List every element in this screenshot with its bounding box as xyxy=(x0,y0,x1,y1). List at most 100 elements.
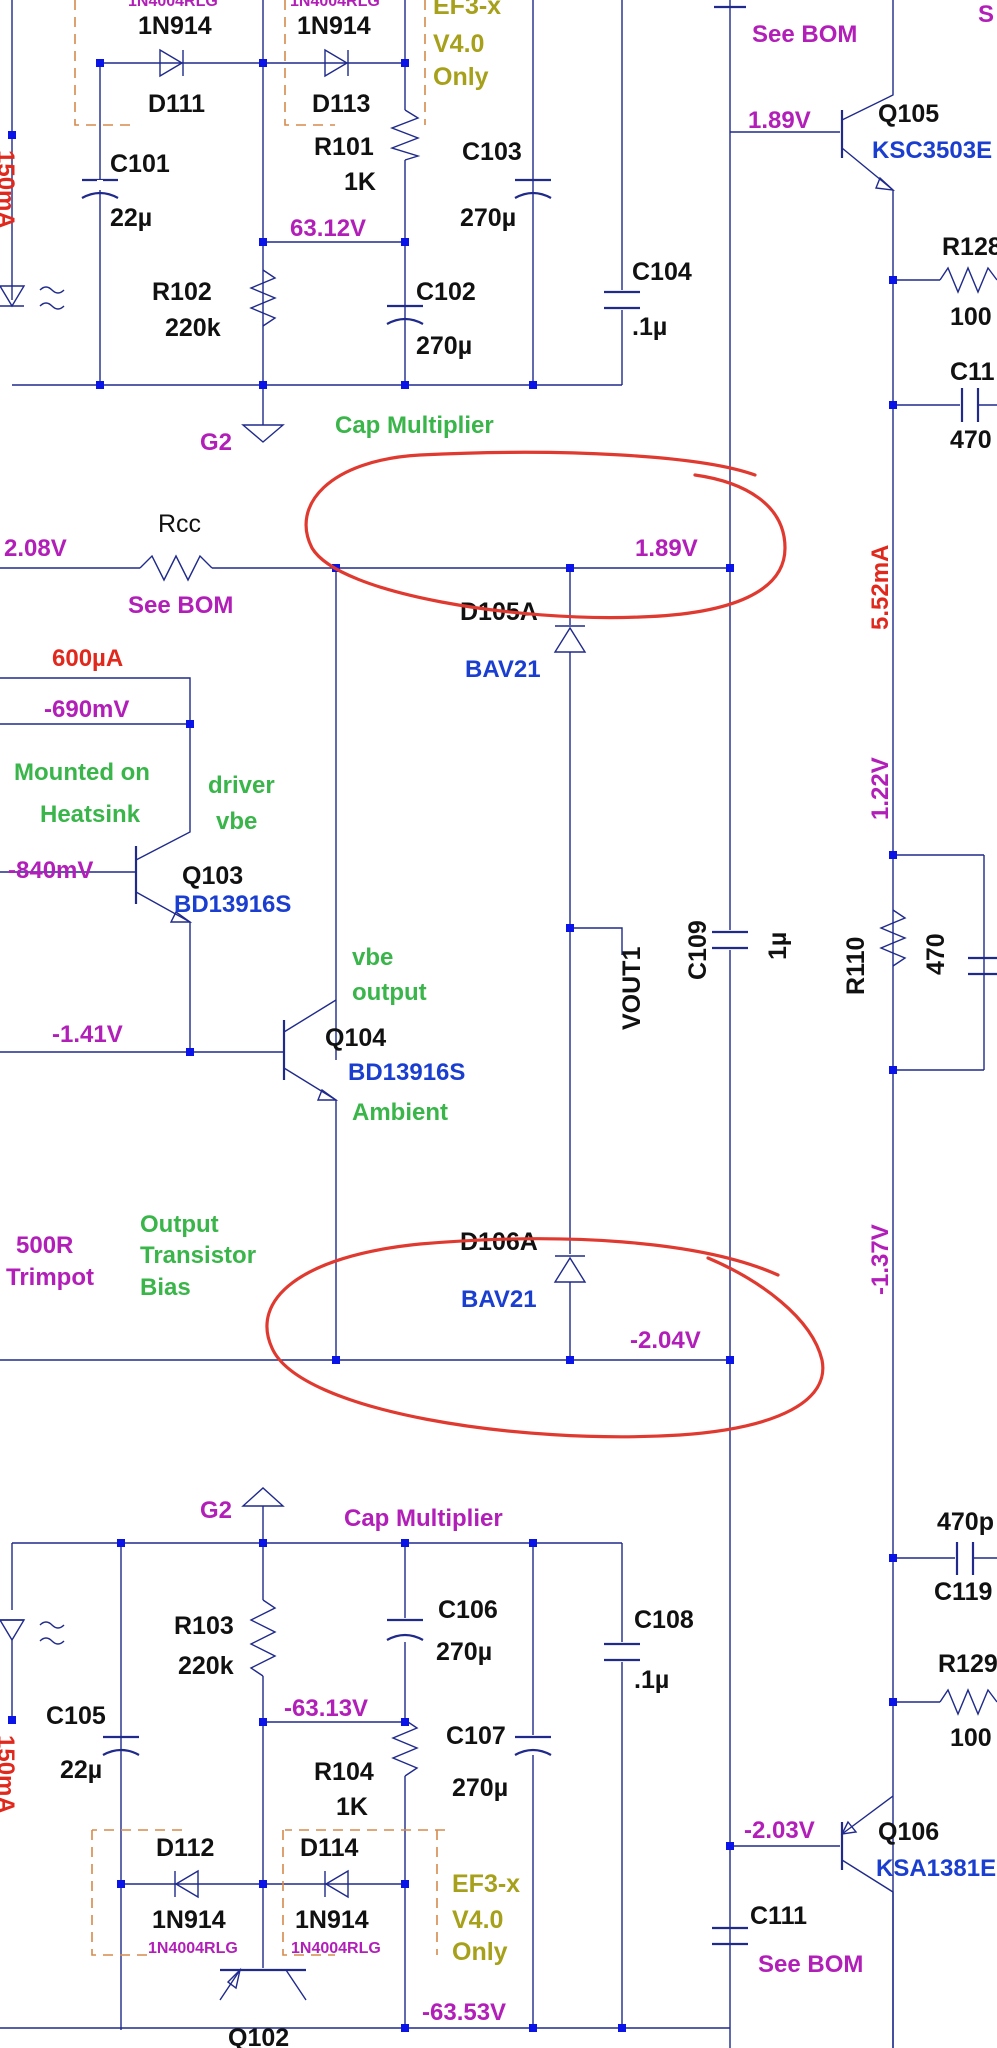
r128-label: R128 xyxy=(942,233,997,261)
mounted-1: Mounted on xyxy=(14,759,150,786)
d111-alt: 1N914 xyxy=(138,12,212,40)
resistor-r103 xyxy=(249,1599,277,1677)
trim-1: 500R xyxy=(16,1232,73,1259)
r102-value: 220k xyxy=(165,314,221,342)
top-junctions xyxy=(8,59,537,389)
v-q103: -840mV xyxy=(8,857,93,884)
right-lower-section: 470p C119 R129 100 -2.03V Q106 KSA1381E … xyxy=(726,1508,997,2048)
d112-part: 1N4004RLG xyxy=(148,1940,238,1957)
d112-alt: 1N914 xyxy=(152,1906,226,1934)
r102-label: R102 xyxy=(152,278,212,306)
d114-alt: 1N914 xyxy=(295,1906,369,1934)
r104-value: 1K xyxy=(336,1793,368,1821)
c109-label: C109 xyxy=(684,920,712,980)
v-in: 2.08V xyxy=(4,535,67,562)
bias-section: Rcc 2.08V See BOM 1.89V D105A BAV21 600µ… xyxy=(0,510,950,1364)
q105-label: Q105 xyxy=(878,100,939,128)
vbe-out-2: output xyxy=(352,979,427,1006)
c104-value: .1µ xyxy=(632,313,667,341)
capacitor-c104 xyxy=(604,290,640,310)
rcc-label: Rcc xyxy=(158,510,201,538)
ef3-box-top xyxy=(74,0,426,126)
ef3-version: V4.0 xyxy=(433,30,484,58)
diode-d113 xyxy=(324,48,349,78)
ef3-box-bottom xyxy=(91,1829,445,1956)
ground-g2-top xyxy=(241,424,285,443)
diode-d114 xyxy=(324,1869,349,1899)
q106-collector xyxy=(841,1859,894,2048)
q103-label: Q103 xyxy=(182,862,243,890)
led-symbol-bottom xyxy=(0,1619,65,1645)
d112-label: D112 xyxy=(156,1834,214,1862)
diode-d105a xyxy=(553,625,587,653)
c107-value: 270µ xyxy=(452,1774,508,1802)
v-mid-rail: 1.22V xyxy=(867,757,894,820)
trim-2: Trimpot xyxy=(6,1264,94,1291)
ef3-label: EF3-x xyxy=(433,0,501,20)
g2-label-bottom: G2 xyxy=(200,1497,232,1524)
d111-label: D111 xyxy=(148,90,205,118)
v-bias1: -690mV xyxy=(44,696,129,723)
capacitor-c106 xyxy=(386,1618,424,1641)
led-current-bottom: 150mA xyxy=(0,1735,19,1814)
c107-label: C107 xyxy=(446,1722,506,1750)
vbe-out-1: vbe xyxy=(352,944,393,971)
c111-label: C111 xyxy=(750,1902,807,1930)
capacitor-c107 xyxy=(514,1735,552,1756)
otb-1: Output xyxy=(140,1211,219,1238)
ground-g2-bottom xyxy=(241,1487,285,1507)
diode-d111 xyxy=(159,48,184,78)
c102-value: 270µ xyxy=(416,332,472,360)
r103-value: 220k xyxy=(178,1652,234,1680)
v-q104: -1.41V xyxy=(52,1021,123,1048)
q104-label: Q104 xyxy=(325,1024,386,1052)
resistor-rcc xyxy=(139,554,213,582)
c11x-label: C11 xyxy=(950,358,995,386)
q106-emitter xyxy=(841,1795,894,1835)
rcc-bom: See BOM xyxy=(128,592,233,619)
r129-label: R129 xyxy=(938,1650,997,1678)
q106-label: Q106 xyxy=(878,1818,939,1846)
led-symbol xyxy=(0,285,65,310)
driver-2: vbe xyxy=(216,808,257,835)
rail-current: 5.52mA xyxy=(867,545,894,630)
capacitor-c105 xyxy=(102,1735,140,1756)
r110-label: R110 xyxy=(842,937,870,995)
c106-label: C106 xyxy=(438,1596,498,1624)
c108-label: C108 xyxy=(634,1606,694,1634)
capacitor-c111 xyxy=(712,1926,748,1946)
q105-collector xyxy=(841,0,894,121)
d106-part: BAV21 xyxy=(461,1286,537,1313)
ef3-only: Only xyxy=(433,63,489,91)
driver-1: driver xyxy=(208,772,275,799)
c105-label: C105 xyxy=(46,1702,106,1730)
q102-label: Q102 xyxy=(228,2024,289,2048)
v-top: 1.89V xyxy=(635,535,698,562)
cap-mult-top: Cap Multiplier xyxy=(335,412,494,439)
c101-label: C101 xyxy=(110,150,170,178)
d113-alt: 1N914 xyxy=(297,12,371,40)
see-bom-top: See BOM xyxy=(752,21,857,48)
v-node-top: 63.12V xyxy=(290,215,366,242)
v-node-bottom: -63.13V xyxy=(284,1695,368,1722)
v-neg-rail: -1.37V xyxy=(867,1224,894,1295)
q105-base-v: 1.89V xyxy=(748,107,811,134)
r110-value: 470 xyxy=(922,933,950,975)
c106-value: 270µ xyxy=(436,1638,492,1666)
r101-label: R101 xyxy=(314,133,374,161)
d114-part: 1N4004RLG xyxy=(291,1940,381,1957)
ef3-only-bottom: Only xyxy=(452,1938,508,1966)
capacitor-c108 xyxy=(604,1642,640,1662)
c104-label: C104 xyxy=(632,258,692,286)
diode-d106a xyxy=(553,1255,587,1283)
q106-part: KSA1381E xyxy=(876,1855,996,1882)
right-upper-section: See BOM S 1.89V Q105 KSC3503E R128 100 C… xyxy=(730,0,997,1074)
bottom-supply-section: G2 Cap Multiplier R103 220k C106 270µ C1… xyxy=(0,1487,730,2048)
capacitor-c102 xyxy=(386,304,424,325)
otb-3: Bias xyxy=(140,1274,191,1301)
q106-base-v: -2.03V xyxy=(744,1817,815,1844)
resistor-r101 xyxy=(389,109,421,161)
ef3-label-bottom: EF3-x xyxy=(452,1870,520,1898)
r104-label: R104 xyxy=(314,1758,374,1786)
